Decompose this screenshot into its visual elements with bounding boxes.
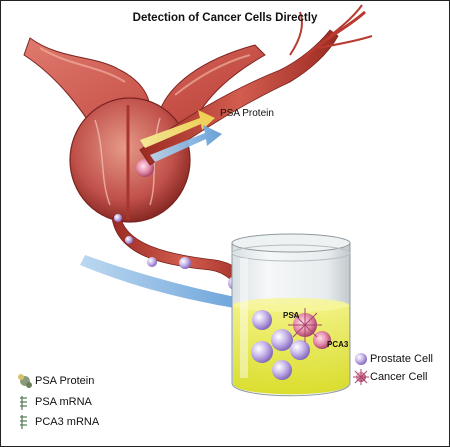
blood-vessel-upper xyxy=(139,4,373,166)
prostate-cell-icon xyxy=(355,353,367,365)
legend-psa-mrna-label: PSA mRNA xyxy=(35,396,92,408)
psa-protein-icon xyxy=(18,374,32,388)
legend-pca3-mrna-label: PCA3 mRNA xyxy=(35,416,100,428)
psa-mrna-icon xyxy=(20,396,27,410)
legend-psa-protein-label: PSA Protein xyxy=(35,375,95,387)
prostate-cells-arrow xyxy=(80,255,268,318)
jar-pca3-label: PCA3 xyxy=(327,340,349,349)
legend-right-icons xyxy=(353,353,369,385)
psa-protein-label: PSA Protein xyxy=(220,108,274,119)
cancer-cell-icon xyxy=(353,369,369,385)
prostate-gland xyxy=(69,97,191,223)
legend-left-icons xyxy=(18,374,32,429)
legend-prostate-cell-label: Prostate Cell xyxy=(370,353,433,365)
jar-psa-label: PSA xyxy=(283,311,300,320)
diagram-title: Detection of Cancer Cells Directly xyxy=(132,12,318,24)
pca3-mrna-icon xyxy=(20,415,27,429)
psa-protein-arrows xyxy=(140,110,222,162)
legend-cancer-cell-label: Cancer Cell xyxy=(370,371,428,383)
specimen-jar xyxy=(231,233,351,397)
